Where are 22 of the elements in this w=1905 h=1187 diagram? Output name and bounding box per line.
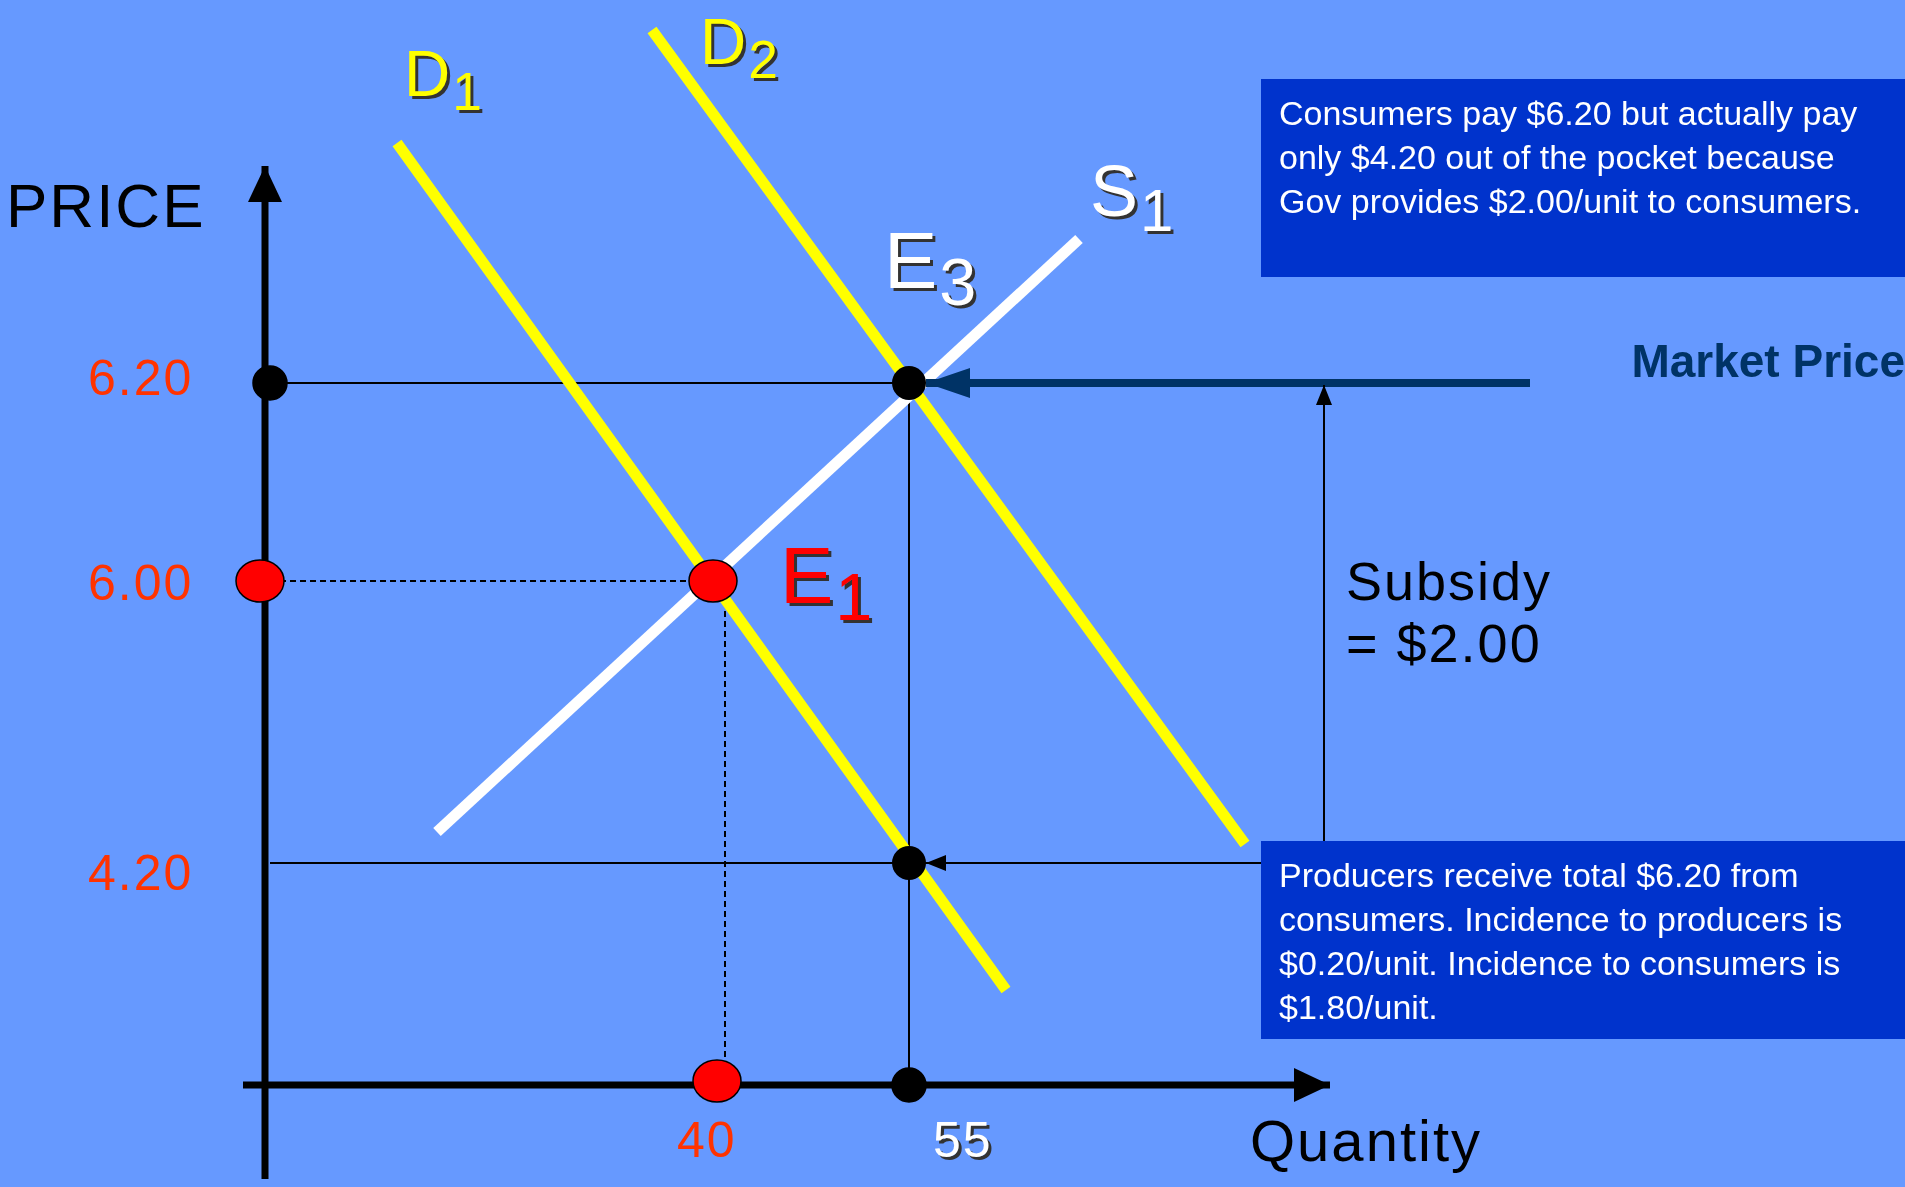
- price-point: [892, 846, 926, 880]
- market-price-label: Market Price: [1630, 334, 1905, 388]
- axis-title: PRICE: [6, 170, 206, 242]
- axis-title: Quantity: [1250, 1108, 1482, 1175]
- measure-label: Subsidy = $2.00: [1346, 550, 1554, 675]
- note-box: [1261, 79, 1905, 277]
- arrow: [925, 855, 1262, 871]
- point-label: E$_{1}$: [780, 530, 875, 636]
- point-label: E$_{3}$: [884, 215, 979, 321]
- tick-label: 4.20: [88, 845, 194, 903]
- note-text: Producers receive total $6.20 from consumers. Incidence to producers is $0.20/unit. Incidence to consumers is $1.80/unit.: [1279, 855, 1844, 1028]
- equilibrium-point: [892, 366, 926, 400]
- tick-label: 40: [677, 1112, 737, 1170]
- tick-label: 55: [933, 1112, 993, 1170]
- curve-label: D$_{2}$: [700, 6, 780, 91]
- tick-label: 6.20: [88, 350, 194, 408]
- note-box: [1261, 841, 1905, 1039]
- tick-label: 6.00: [88, 555, 194, 613]
- arrow: [1316, 384, 1332, 842]
- curve-label: S$_{1}$: [1090, 150, 1176, 246]
- curve-label: D$_{1}$: [404, 38, 484, 123]
- note-text: Consumers pay $6.20 but actually pay only $4.20 out of the pocket because Gov provides $2.00/unit to consumers.: [1279, 93, 1863, 222]
